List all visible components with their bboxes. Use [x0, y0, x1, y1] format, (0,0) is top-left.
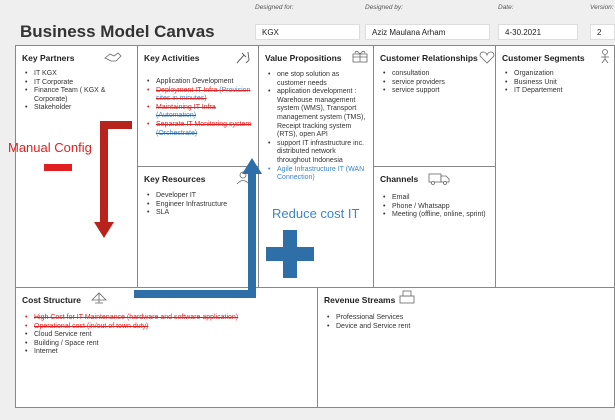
list-item: IT Departement	[502, 87, 610, 96]
list-item: service providers	[380, 79, 491, 88]
key-activities-title: Key Activities	[144, 53, 200, 63]
list-item: Professional Services	[324, 314, 610, 323]
date-field[interactable]: 4-30.2021	[498, 24, 578, 40]
list-item: Deployment IT Infra (Provision sites in …	[144, 87, 254, 104]
tools-icon	[236, 51, 250, 64]
revenue-streams-list: Professional Services Device and Service…	[324, 314, 610, 331]
person-icon	[601, 49, 609, 63]
customer-segments-section: Customer Segments Organization Business …	[496, 46, 614, 288]
channels-section: Channels Email Phone / Whatsapp Meeting …	[374, 167, 496, 288]
designed-by-label: Designed by:	[365, 4, 403, 11]
customer-segments-list: Organization Business Unit IT Departemen…	[502, 70, 610, 96]
manual-config-label: Manual Config	[8, 140, 92, 155]
truck-icon	[428, 173, 450, 185]
cost-structure-title: Cost Structure	[22, 295, 82, 305]
list-item: Email	[380, 194, 491, 203]
list-item: IT Corporate	[22, 79, 133, 88]
channels-title: Channels	[380, 174, 419, 184]
list-item: Application Development	[144, 78, 254, 87]
list-item: Meeting (offline, online, sprint)	[380, 211, 491, 220]
value-propositions-list: one stop solution as customer needs appl…	[265, 71, 369, 183]
list-item: one stop solution as customer needs	[265, 71, 369, 88]
item-note: (Orchestrate)	[156, 129, 198, 137]
value-propositions-section: Value Propositions one stop solution as …	[259, 46, 374, 288]
list-item: SLA	[144, 209, 254, 218]
customer-relationships-title: Customer Relationships	[380, 53, 478, 63]
list-item: Phone / Whatsapp	[380, 203, 491, 212]
heart-icon	[479, 51, 495, 64]
list-item: Separate IT Monitoring system (Orchestra…	[144, 121, 254, 138]
list-item: Developer IT	[144, 192, 254, 201]
list-item: Cloud Service rent	[22, 331, 313, 340]
key-resources-section: Key Resources Developer IT Engineer Infr…	[138, 167, 259, 288]
list-item: High Cost for IT Maintenance (hardware a…	[22, 314, 313, 323]
list-item: support IT infrastructure inc. distribut…	[265, 140, 369, 166]
item-note: (Automation)	[156, 112, 197, 120]
value-propositions-title: Value Propositions	[265, 53, 342, 63]
worker-icon	[236, 171, 250, 185]
list-item: IT KGX	[22, 70, 133, 79]
list-item: Stakeholder	[22, 104, 133, 113]
business-model-canvas: Key Partners IT KGX IT Corporate Finance…	[15, 45, 615, 408]
list-item: Device and Service rent	[324, 323, 610, 332]
list-item: Finance Team ( KGX & Corporate)	[22, 87, 133, 104]
customer-segments-title: Customer Segments	[502, 53, 585, 63]
gift-icon	[352, 50, 368, 63]
list-item: Organization	[502, 70, 610, 79]
version-label: Version:	[590, 4, 614, 11]
list-item: Agile Infrastructure IT (WAN Connection)	[265, 166, 369, 183]
list-item: Engineer Infrastructure	[144, 201, 254, 210]
designed-for-field[interactable]: KGX	[255, 24, 360, 40]
list-item: application development : Warehouse mana…	[265, 88, 369, 140]
item-note: (Provision sites in minutes)	[156, 86, 251, 103]
list-item: Operational cost (in/out of town duty)	[22, 323, 313, 332]
key-partners-title: Key Partners	[22, 53, 75, 63]
cash-register-icon	[399, 290, 415, 304]
list-item: consultation	[380, 70, 491, 79]
list-item: service support	[380, 87, 491, 96]
key-activities-section: Key Activities Application Development D…	[138, 46, 259, 167]
cost-structure-section: Cost Structure High Cost for IT Maintena…	[16, 288, 318, 407]
page-title: Business Model Canvas	[20, 22, 215, 41]
key-partners-section: Key Partners IT KGX IT Corporate Finance…	[16, 46, 138, 288]
reduce-cost-label: Reduce cost IT	[272, 206, 360, 221]
key-resources-title: Key Resources	[144, 174, 206, 184]
key-partners-list: IT KGX IT Corporate Finance Team ( KGX &…	[22, 70, 133, 113]
date-label: Date:	[498, 4, 514, 11]
customer-relationships-section: Customer Relationships consultation serv…	[374, 46, 496, 167]
key-activities-list: Application Development Deployment IT In…	[144, 78, 254, 138]
cost-structure-list: High Cost for IT Maintenance (hardware a…	[22, 314, 313, 357]
revenue-streams-section: Revenue Streams Professional Services De…	[318, 288, 614, 407]
designed-by-field[interactable]: Aziz Maulana Arham	[365, 24, 490, 40]
list-item: Business Unit	[502, 79, 610, 88]
list-item: Internet	[22, 348, 313, 357]
list-item: Building / Space rent	[22, 340, 313, 349]
customer-relationships-list: consultation service providers service s…	[380, 70, 491, 96]
revenue-streams-title: Revenue Streams	[324, 295, 396, 305]
version-field[interactable]: 2	[590, 24, 615, 40]
list-item: Maintaining IT Infra (Automation)	[144, 104, 254, 121]
scale-icon	[91, 292, 107, 304]
handshake-icon	[104, 52, 122, 62]
key-resources-list: Developer IT Engineer Infrastructure SLA	[144, 192, 254, 218]
designed-for-label: Designed for:	[255, 4, 294, 11]
channels-list: Email Phone / Whatsapp Meeting (offline,…	[380, 194, 491, 220]
